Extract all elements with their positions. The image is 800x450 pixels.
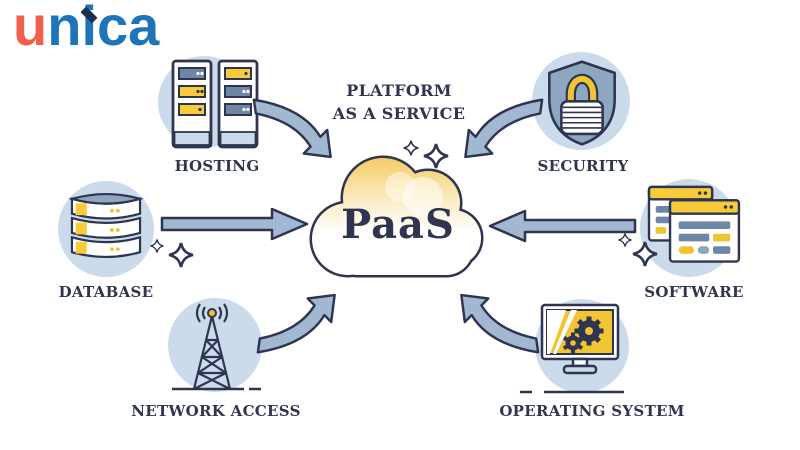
database-top-ellipse — [69, 192, 143, 205]
paas-label: PaaS — [341, 201, 455, 248]
operating-system-label: OPERATING SYSTEM — [499, 402, 685, 420]
hosting-label: HOSTING — [174, 157, 260, 175]
paas-cloud-icon — [309, 155, 484, 278]
title-line1: PLATFORM — [346, 81, 452, 100]
logo-letter-u: u — [13, 0, 48, 57]
database-disks — [69, 192, 143, 259]
app-windows-icon — [647, 185, 741, 263]
sparkle-icon — [423, 143, 449, 169]
security-label: SECURITY — [537, 157, 629, 175]
title-line2: AS A SERVICE — [332, 103, 466, 123]
logo-letters-ca: ca — [97, 0, 160, 57]
radio-tower-icon — [172, 303, 261, 391]
arrow-hosting-to-cloud — [252, 98, 332, 159]
graduation-cap-icon — [78, 6, 102, 19]
shield-lock-icon — [548, 60, 616, 146]
sparkle-icon — [632, 241, 658, 267]
gear-large — [574, 316, 604, 346]
screen-shine-2 — [553, 310, 577, 354]
antenna-beacon — [207, 308, 217, 318]
server-tower-right — [217, 59, 259, 149]
database-label: DATABASE — [58, 283, 154, 301]
monitor-gears-icon — [520, 303, 624, 394]
window-front — [668, 199, 741, 263]
lock-ridges — [562, 106, 602, 129]
monitor — [540, 303, 620, 375]
lock-shackle — [567, 75, 597, 107]
diagram-title: PLATFORM AS A SERVICE — [317, 80, 481, 125]
sparkle-icon — [618, 233, 632, 247]
server-tower-left — [171, 59, 213, 149]
software-label: SOFTWARE — [644, 283, 744, 301]
gear-small — [562, 332, 584, 354]
sparkle-icon — [150, 239, 164, 253]
database-stack-icon — [69, 192, 143, 259]
arrow-os-to-cloud — [460, 293, 540, 354]
screen-shine — [547, 310, 566, 354]
network-access-label: NETWORK ACCESS — [131, 402, 301, 420]
unica-logo: unica — [13, 0, 159, 58]
sparkle-icon — [403, 140, 419, 156]
arrow-database-to-cloud — [160, 207, 309, 241]
cloud-highlight — [403, 177, 443, 217]
arrow-network-to-cloud — [256, 293, 336, 354]
tower-lattice — [192, 315, 232, 390]
arrow-software-to-cloud — [488, 209, 637, 243]
monitor-base — [562, 364, 598, 375]
arrow-security-to-cloud — [464, 98, 544, 159]
server-rack-icon — [171, 59, 259, 149]
sparkle-icon — [168, 242, 194, 268]
cloud-highlight-2 — [385, 172, 415, 202]
signal-waves — [195, 303, 229, 323]
logo-letter-n: n — [47, 0, 82, 57]
